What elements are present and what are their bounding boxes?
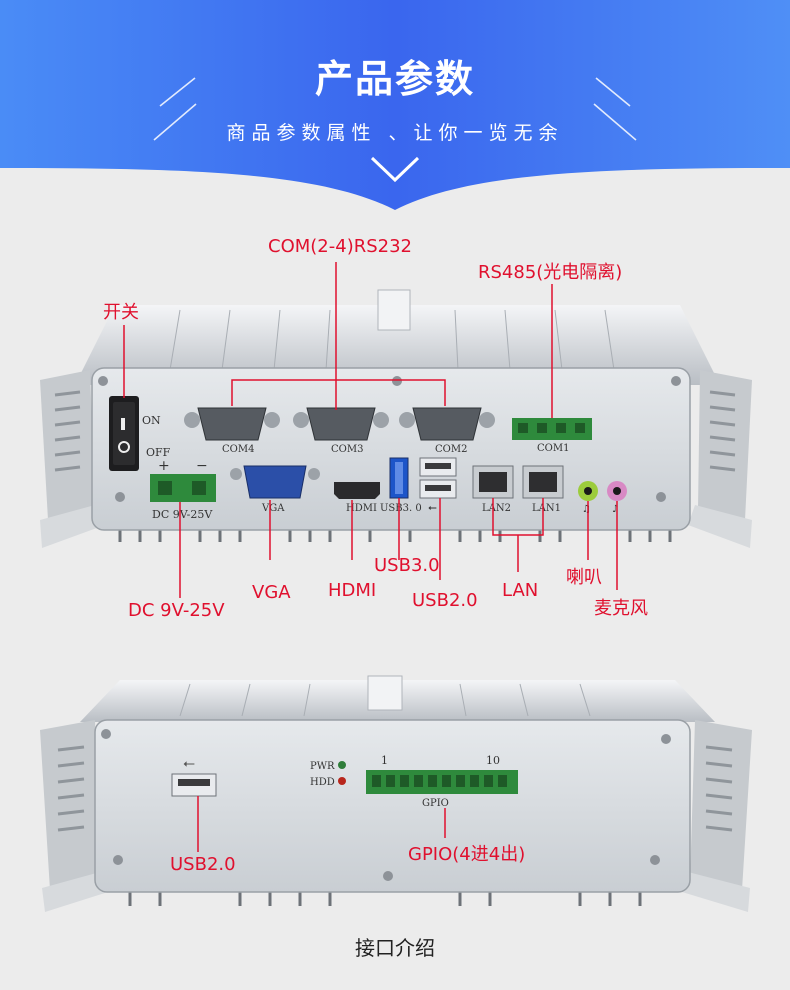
com1-silkscreen: COM1 bbox=[537, 443, 569, 454]
switch-on-text: ON bbox=[142, 414, 161, 427]
hdd-silkscreen: HDD bbox=[310, 777, 335, 788]
label-power-switch: 开关 bbox=[103, 302, 139, 323]
callout-lines bbox=[123, 262, 618, 598]
chevron-down-icon bbox=[370, 156, 420, 183]
page-title: 产品参数 bbox=[314, 57, 475, 101]
label-lan: LAN bbox=[502, 580, 539, 601]
label-gpio: GPIO(4进4出) bbox=[408, 844, 526, 865]
gpio-terminal bbox=[366, 770, 518, 794]
power-switch bbox=[109, 396, 139, 471]
screws bbox=[98, 376, 681, 502]
label-vga: VGA bbox=[252, 582, 291, 603]
label-usb3: USB3.0 bbox=[374, 555, 440, 576]
dc-power-terminal bbox=[150, 474, 216, 502]
com4-port bbox=[184, 407, 280, 441]
header-banner: 产品参数 商品参数属性 、让你一览无余 bbox=[0, 0, 790, 215]
com3-port bbox=[293, 407, 389, 441]
label-com-2-4: COM(2-4)RS232 bbox=[268, 236, 412, 257]
dc-minus-text: − bbox=[196, 458, 208, 474]
lan1-port bbox=[522, 465, 564, 499]
com1-terminal bbox=[512, 418, 592, 440]
hdd-led bbox=[338, 777, 346, 785]
com2-port bbox=[399, 407, 495, 441]
page-subtitle: 商品参数属性 、让你一览无余 bbox=[226, 122, 564, 144]
speaker-jack bbox=[578, 481, 598, 501]
screws-2 bbox=[101, 729, 671, 881]
usb-symbol-icon-2: ⭠ bbox=[183, 754, 195, 772]
switch-off-text: OFF bbox=[146, 446, 171, 459]
label-mic: 麦克风 bbox=[594, 598, 648, 619]
header-background bbox=[0, 0, 790, 210]
hdmi-silkscreen: HDMI bbox=[346, 503, 377, 514]
label-speaker: 喇叭 bbox=[566, 567, 602, 588]
hdmi-port bbox=[334, 482, 380, 499]
usb3-silkscreen: USB3. 0 bbox=[380, 503, 422, 514]
label-rs485: RS485(光电隔离) bbox=[478, 262, 623, 283]
com3-silkscreen: COM3 bbox=[331, 444, 363, 455]
vga-port bbox=[230, 465, 320, 499]
pwr-silkscreen: PWR bbox=[310, 761, 335, 772]
dc-silkscreen: DC 9V-25V bbox=[152, 508, 213, 521]
callout-lines-2 bbox=[197, 796, 446, 852]
label-hdmi: HDMI bbox=[328, 580, 377, 601]
heatsink-top-2 bbox=[80, 675, 715, 722]
vga-silkscreen: VGA bbox=[261, 503, 285, 514]
lan2-port bbox=[472, 465, 514, 499]
heatsink-top bbox=[75, 289, 720, 385]
label-dc: DC 9V-25V bbox=[128, 600, 225, 621]
dc-plus-text: + bbox=[158, 458, 170, 474]
label-usb2: USB2.0 bbox=[412, 590, 478, 611]
usb2-ports bbox=[419, 457, 457, 499]
label-front-usb2: USB2.0 bbox=[170, 854, 236, 875]
pwr-led bbox=[338, 761, 346, 769]
lan1-silkscreen: LAN1 bbox=[532, 503, 561, 514]
headphone-icon: ♫ bbox=[582, 504, 591, 515]
heatsink-bottom-2 bbox=[128, 892, 642, 906]
gpio-silkscreen: GPIO bbox=[422, 798, 449, 809]
front-panel-2 bbox=[94, 719, 691, 893]
front-usb2-port bbox=[171, 773, 217, 797]
heatsink-side-2 bbox=[40, 720, 752, 912]
com4-silkscreen: COM4 bbox=[222, 444, 254, 455]
mic-jack bbox=[607, 481, 627, 501]
gpio-pin10-text: 10 bbox=[486, 754, 500, 767]
com2-silkscreen: COM2 bbox=[435, 444, 467, 455]
usb3-port bbox=[389, 457, 409, 499]
lan2-silkscreen: LAN2 bbox=[482, 503, 511, 514]
usb-symbol-icon: ⭠ bbox=[428, 501, 437, 514]
figure-caption: 接口介绍 bbox=[355, 936, 435, 960]
microphone-icon: ♪ bbox=[612, 504, 618, 515]
heatsink-side bbox=[40, 370, 752, 548]
gpio-pin1-text: 1 bbox=[381, 754, 388, 767]
